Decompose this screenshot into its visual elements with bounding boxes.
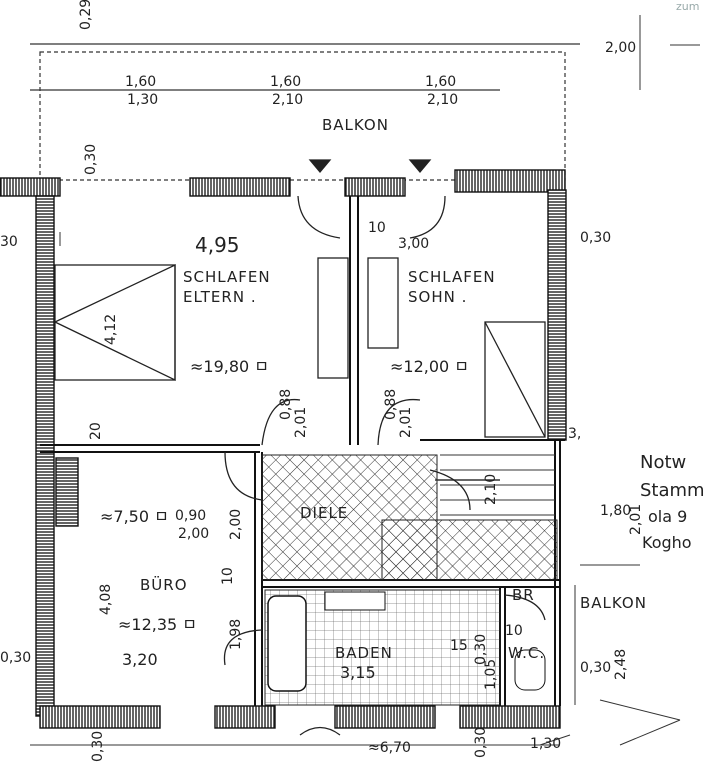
- bathtub: [267, 595, 307, 692]
- faded-text-1: Notw: [640, 452, 686, 473]
- label-schlafen-eltern-1: SCHLAFEN: [183, 268, 271, 286]
- dim-2-01-c: 2,01: [628, 504, 644, 535]
- label-corner: zum: [676, 0, 699, 13]
- washbasin: [324, 591, 386, 611]
- dim-2-10: 2,10: [483, 474, 499, 505]
- dim-0-30-left: 0,30: [83, 144, 99, 175]
- dim-top-0-29: 0,29: [78, 0, 94, 30]
- dim-3-r: 3,: [568, 426, 581, 442]
- beds: [54, 257, 546, 438]
- dim-130: 1,30: [127, 92, 158, 108]
- dim-0-30-b2: 0,30: [473, 727, 489, 758]
- label-balkon-right: BALKON: [580, 594, 647, 612]
- dim-10: 10: [368, 220, 386, 236]
- stair-hatch: [381, 519, 558, 581]
- area-sohn: ≈12,00 ㅁ: [390, 357, 469, 376]
- label-wc: W.C.: [508, 644, 545, 662]
- dim-1-05: 1,05: [483, 659, 499, 690]
- faded-text-4: Kogho: [642, 533, 692, 552]
- dim-1-30-bot: 1,30: [530, 736, 561, 752]
- dimension-lines: [30, 15, 700, 746]
- dim-4-12: 4,12: [103, 314, 119, 345]
- dim-0-30-mid: 0,30: [473, 634, 489, 665]
- label-schlafen-sohn-1: SCHLAFEN: [408, 268, 496, 286]
- dim-0-30-wc: 0,30: [580, 660, 611, 676]
- dim-20: 20: [88, 422, 104, 440]
- dim-2-01-a: 2,01: [293, 407, 309, 438]
- dim-0-88-b: 0,88: [383, 389, 399, 420]
- dim-top-2-00: 2,00: [605, 40, 636, 56]
- staircase: [435, 454, 555, 516]
- doors: [223, 159, 546, 736]
- label-buero: BÜRO: [140, 575, 188, 594]
- dim-0-30-bl: 0,30: [0, 650, 31, 666]
- dim-10-c: 10: [505, 623, 523, 639]
- wc-toilet: [514, 649, 546, 691]
- dim-0-30-right: 0,30: [580, 230, 611, 246]
- dim-1-80: 1,80: [600, 503, 631, 519]
- label-baden: BADEN: [335, 644, 393, 662]
- dim-3-20: 3,20: [122, 650, 158, 669]
- label-balkon-top: BALKON: [322, 116, 389, 134]
- dim-4-08: 4,08: [98, 584, 114, 615]
- faded-text-3: ola 9: [648, 507, 687, 526]
- dim-2-00-b: 2,00: [228, 509, 244, 540]
- dim-10-b: 10: [220, 567, 236, 585]
- dim-210-b: 2,10: [427, 92, 458, 108]
- dim-3-00: 3,00: [398, 236, 429, 252]
- dim-15: 15: [450, 638, 468, 654]
- area-buero: ≈12,35 ㅁ: [118, 615, 197, 634]
- dim-30-left: 30: [0, 234, 18, 250]
- dim-160-a: 1,60: [125, 74, 156, 90]
- area-eltern: ≈19,80 ㅁ: [190, 357, 269, 376]
- label-diele: DIELE: [300, 504, 348, 522]
- dim-1-98: 1,98: [228, 619, 244, 650]
- balcony-top-outline: [30, 43, 580, 181]
- label-br: BR: [512, 586, 535, 604]
- label-schlafen-eltern-2: ELTERN .: [183, 288, 257, 306]
- area-diele: ≈7,50 ㅁ: [100, 507, 169, 526]
- dim-2-00-a: 2,00: [178, 526, 209, 542]
- dim-0-30-bot: 0,30: [90, 731, 106, 762]
- dim-0-90: 0,90: [175, 508, 206, 524]
- dim-4-95: 4,95: [195, 233, 240, 257]
- dim-2-48: 2,48: [613, 649, 629, 680]
- dim-6-70: ≈6,70: [368, 740, 411, 756]
- dim-210-a: 2,10: [272, 92, 303, 108]
- area-baden: 3,15: [340, 663, 376, 682]
- faded-text-2: Stamm: [640, 480, 705, 501]
- dim-160-b: 1,60: [270, 74, 301, 90]
- dim-2-01-b: 2,01: [398, 407, 414, 438]
- dim-0-88-a: 0,88: [278, 389, 294, 420]
- dim-160-c: 1,60: [425, 74, 456, 90]
- label-schlafen-sohn-2: SOHN .: [408, 288, 467, 306]
- exterior-walls: [0, 169, 567, 729]
